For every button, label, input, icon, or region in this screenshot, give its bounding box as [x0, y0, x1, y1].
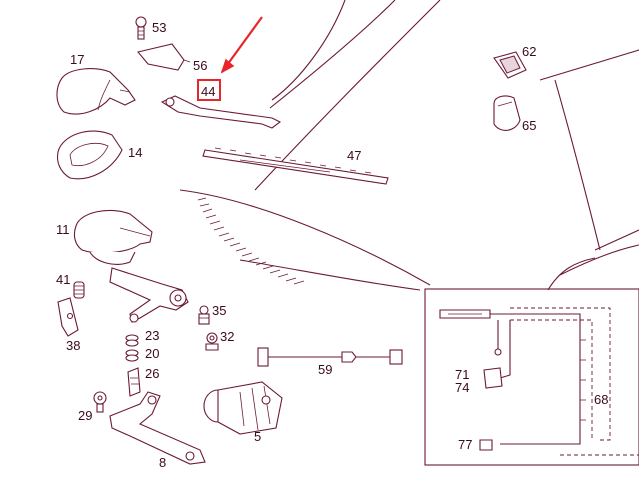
callout-29: 29 — [78, 408, 92, 423]
bushing-23 — [125, 334, 139, 347]
callout-74: 74 — [455, 380, 469, 395]
callout-20: 20 — [145, 346, 159, 361]
callout-26: 26 — [145, 366, 159, 381]
nut-32 — [205, 332, 219, 351]
module-62 — [493, 51, 527, 79]
callout-41: 41 — [56, 272, 70, 287]
wiper-motor-5 — [203, 381, 283, 435]
linkage-assembly — [109, 267, 189, 323]
callout-23: 23 — [145, 328, 159, 343]
sensor-65 — [493, 95, 521, 131]
cover-17 — [56, 68, 136, 115]
callout-62: 62 — [522, 44, 536, 59]
callout-47: 47 — [347, 148, 361, 163]
motor-11 — [73, 209, 153, 265]
callout-65: 65 — [522, 118, 536, 133]
clip-26 — [127, 367, 141, 397]
callout-labels: 53 56 17 44 62 65 14 47 11 41 35 38 23 3… — [56, 20, 608, 470]
cable-59 — [257, 347, 403, 367]
highlight-44 — [197, 16, 263, 101]
callout-35: 35 — [212, 303, 226, 318]
screw-29 — [93, 391, 107, 413]
inset-wiring-box — [424, 288, 639, 466]
bushing-20 — [125, 349, 139, 362]
wiper-arm-44 — [160, 95, 282, 129]
cowl-vent-slots — [197, 197, 305, 285]
frame-8 — [109, 391, 206, 465]
callout-38: 38 — [66, 338, 80, 353]
cap-56 — [137, 43, 191, 71]
screw-53 — [135, 16, 147, 40]
callout-44: 44 — [201, 84, 215, 99]
bracket-38 — [57, 297, 79, 337]
callout-68: 68 — [594, 392, 608, 407]
callout-11: 11 — [56, 222, 70, 237]
callout-17: 17 — [70, 52, 84, 67]
windshield-outline — [179, 0, 639, 291]
callout-32: 32 — [220, 329, 234, 344]
callout-56: 56 — [193, 58, 207, 73]
callout-59: 59 — [318, 362, 332, 377]
callout-71: 71 — [455, 367, 469, 382]
grommet-41 — [73, 281, 85, 299]
callout-77: 77 — [458, 437, 472, 452]
bolt-35 — [198, 305, 210, 325]
seal-14 — [56, 130, 123, 180]
wiper-blade-47 — [202, 147, 389, 185]
callout-8: 8 — [159, 455, 166, 470]
callout-5: 5 — [254, 429, 261, 444]
callout-53: 53 — [152, 20, 166, 35]
highlight-box — [197, 79, 221, 101]
callout-14: 14 — [128, 145, 142, 160]
